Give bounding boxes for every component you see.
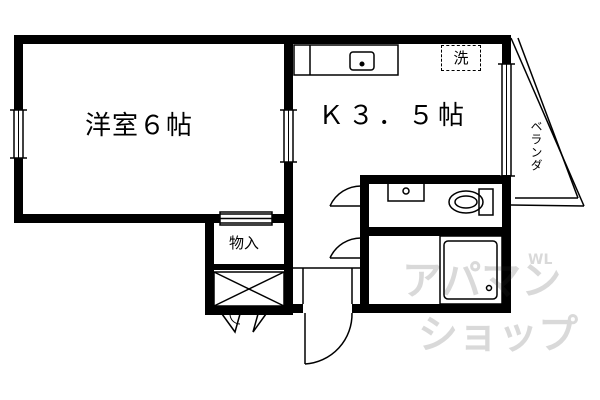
toilet-room-walls <box>360 175 511 313</box>
western-room-label: 洋室６帖 <box>85 111 194 141</box>
shoe-cabinet-bottom-wall <box>205 306 293 315</box>
watermark-line2: ショップ <box>418 312 578 358</box>
bath-room-walls <box>360 304 511 313</box>
veranda-window <box>498 63 515 177</box>
toilet-door <box>329 185 363 220</box>
shoe-cabinet-doors <box>221 313 267 334</box>
bathtub <box>439 235 503 305</box>
watermark-logo: アパマン WL ショップ <box>400 248 578 368</box>
storage-label: 物入 <box>229 234 260 252</box>
entry-step <box>293 267 360 304</box>
bath-door <box>329 237 363 272</box>
western-kitchen-opening <box>280 109 297 163</box>
watermark-mark: WL <box>528 252 553 268</box>
kitchen-counter <box>293 44 399 76</box>
watermark-line1: アパマン <box>402 258 562 304</box>
washer-label: 洗 <box>441 45 481 71</box>
entry-door <box>304 312 353 365</box>
veranda <box>510 37 585 207</box>
western-room-window <box>10 109 27 159</box>
storage-opening <box>219 211 273 226</box>
veranda-label: ベランダ <box>529 120 543 172</box>
toilet-fixtures <box>387 182 494 216</box>
shoe-cabinet <box>213 271 285 307</box>
storage-walls <box>205 214 293 314</box>
entry-walls <box>293 304 369 313</box>
kitchen-label: Ｋ３．５帖 <box>318 101 469 131</box>
